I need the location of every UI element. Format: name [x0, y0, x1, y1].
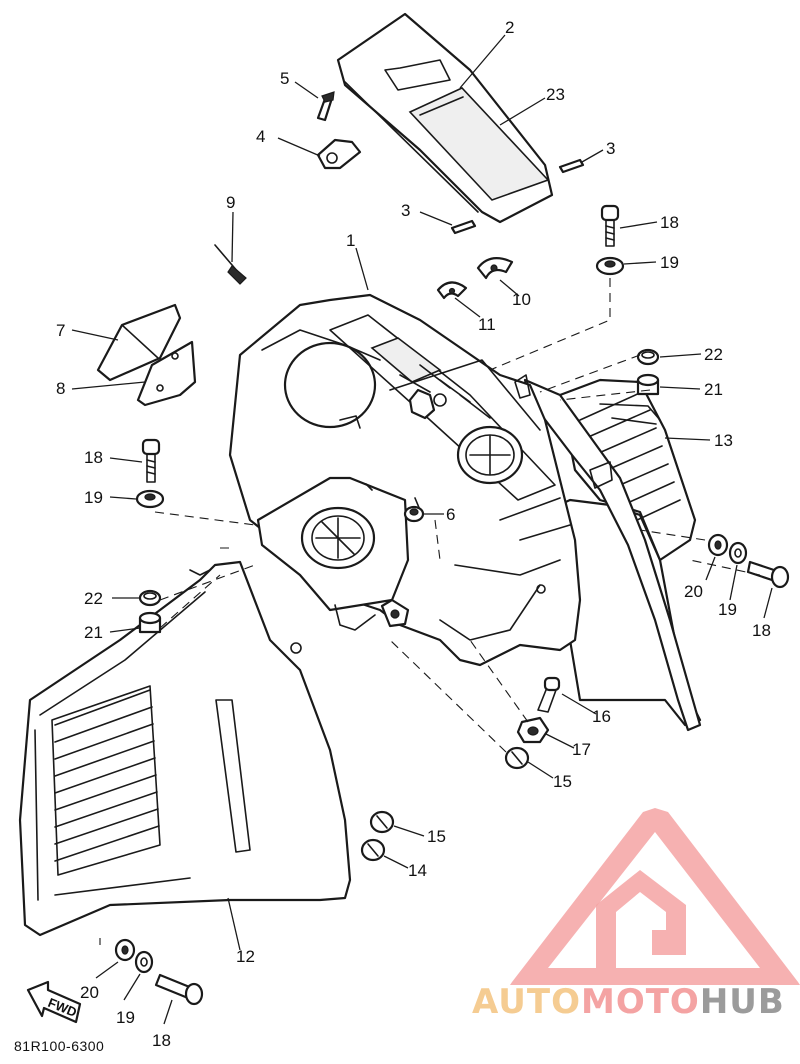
bracket-11 [436, 281, 468, 300]
vent-fan-upper [456, 425, 524, 485]
washer-19-left [135, 489, 165, 509]
callout-14: 14 [408, 861, 427, 880]
washer-19-top-right [595, 256, 625, 276]
callout-3-left: 3 [401, 201, 410, 220]
part-top-cover [336, 12, 554, 224]
bolt-18-top-right [600, 204, 620, 247]
svg-text:AUTOMOTOHUB: AUTOMOTOHUB [472, 982, 785, 1022]
nut-6 [403, 505, 425, 523]
callout-8: 8 [56, 379, 65, 398]
callout-13: 13 [714, 431, 733, 450]
callout-18-left: 18 [84, 448, 103, 467]
callout-19-bottom: 19 [116, 1008, 135, 1027]
callout-19-left: 19 [84, 488, 103, 507]
watermark-logo-inner [596, 870, 686, 968]
watermark: AUTOMOTOHUB [472, 808, 800, 1022]
bolt-18-right [746, 560, 790, 589]
bolt-18-bottom [154, 973, 204, 1006]
watermark-text-moto: MOTO [581, 982, 700, 1022]
callout-21-left: 21 [84, 623, 103, 642]
callout-4: 4 [256, 127, 265, 146]
forward-arrow: FWD [26, 980, 82, 1024]
drawing-code: 81R100-6300 [14, 1038, 104, 1054]
washer-20-bottom [114, 938, 136, 962]
callout-2: 2 [505, 18, 514, 37]
callout-22-right: 22 [704, 345, 723, 364]
clip-4 [316, 138, 362, 170]
callout-6: 6 [446, 505, 455, 524]
bolt-16 [537, 676, 561, 713]
rivet-9 [214, 244, 247, 285]
part-main-panel [228, 293, 582, 667]
callout-3-right: 3 [606, 139, 615, 158]
damper-14 [360, 838, 386, 862]
collar-21-left [138, 611, 162, 634]
part-side-cover-left [18, 560, 352, 937]
callout-20-bottom: 20 [80, 983, 99, 1002]
callout-16: 16 [592, 707, 611, 726]
plate-7 [96, 303, 182, 382]
damper-15-a [504, 746, 530, 770]
callout-5: 5 [280, 69, 289, 88]
callout-18-bottom: 18 [152, 1031, 171, 1050]
grommet-22-left [138, 589, 162, 607]
callout-19-right: 19 [718, 600, 737, 619]
callout-18-right: 18 [752, 621, 771, 640]
callout-23: 23 [546, 85, 565, 104]
callouts: 1 2 23 3 3 4 5 9 18 19 10 11 7 8 22 21 1… [56, 18, 771, 1050]
callout-15-b: 15 [427, 827, 446, 846]
washer-19-right [728, 541, 748, 565]
callout-19-top-right: 19 [660, 253, 679, 272]
round-opening [283, 341, 377, 429]
vent-fan-lower [300, 506, 376, 570]
callout-17: 17 [572, 740, 591, 759]
callout-20-right: 20 [684, 582, 703, 601]
vent-grille-left [51, 685, 161, 876]
washer-19-bottom [134, 950, 154, 974]
callout-1: 1 [346, 231, 355, 250]
watermark-text-auto: AUTO [472, 982, 581, 1022]
collar-21-right [636, 373, 660, 396]
grommet-22-right [636, 348, 660, 366]
callout-11: 11 [478, 315, 496, 334]
callout-22-left: 22 [84, 589, 103, 608]
vent-grille-right [579, 391, 681, 529]
callout-18-top-right: 18 [660, 213, 679, 232]
callout-10: 10 [512, 290, 531, 309]
callout-21-right: 21 [704, 380, 723, 399]
assembly-lines [99, 278, 761, 945]
upper-tray [329, 314, 556, 501]
damper-15-b [369, 810, 395, 834]
pin-left-3 [450, 219, 477, 235]
callout-9: 9 [226, 193, 235, 212]
screw-5 [316, 91, 335, 122]
washer-20-right [707, 533, 729, 557]
watermark-logo-mark [510, 808, 800, 985]
leader-lines [71, 34, 773, 1025]
callout-15-a: 15 [553, 772, 572, 791]
lower-box [256, 476, 410, 631]
bracket-10 [476, 257, 514, 280]
pin-right-3 [558, 158, 585, 174]
nut-17 [516, 716, 550, 744]
plate-8 [136, 340, 197, 407]
callout-12: 12 [236, 947, 255, 966]
watermark-text-hub: HUB [700, 982, 785, 1022]
callout-7: 7 [56, 321, 65, 340]
bolt-18-left [141, 438, 161, 483]
